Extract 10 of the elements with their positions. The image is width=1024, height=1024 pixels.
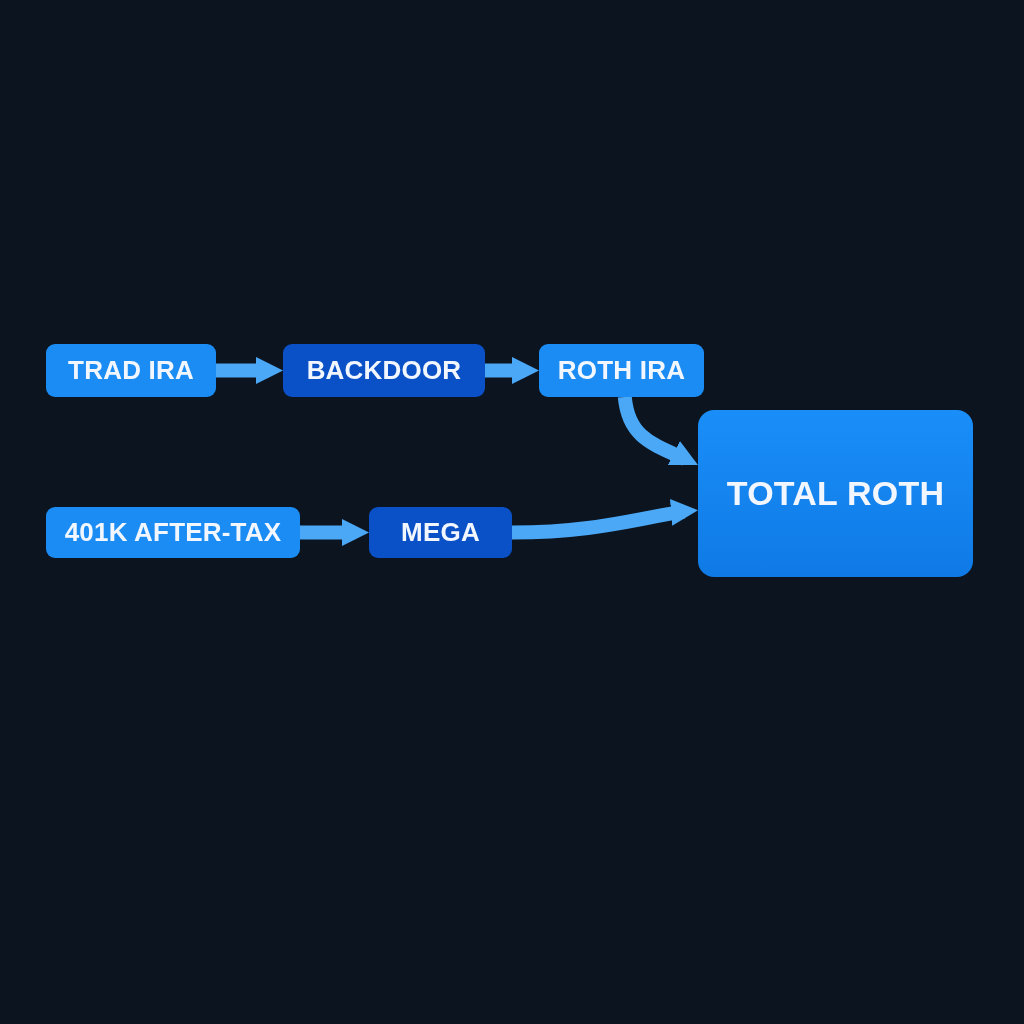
- process-box: TOTAL ROTH: [698, 410, 973, 577]
- arrow: [216, 357, 283, 384]
- arrow: [300, 519, 369, 546]
- arrow: [485, 357, 539, 384]
- arrow: [511, 499, 699, 540]
- process-box: 401K AFTER-TAX: [46, 507, 300, 558]
- process-box: TRAD IRA: [46, 344, 216, 397]
- process-box: BACKDOOR: [283, 344, 485, 397]
- process-box: MEGA: [369, 507, 512, 558]
- process-box: ROTH IRA: [539, 344, 704, 397]
